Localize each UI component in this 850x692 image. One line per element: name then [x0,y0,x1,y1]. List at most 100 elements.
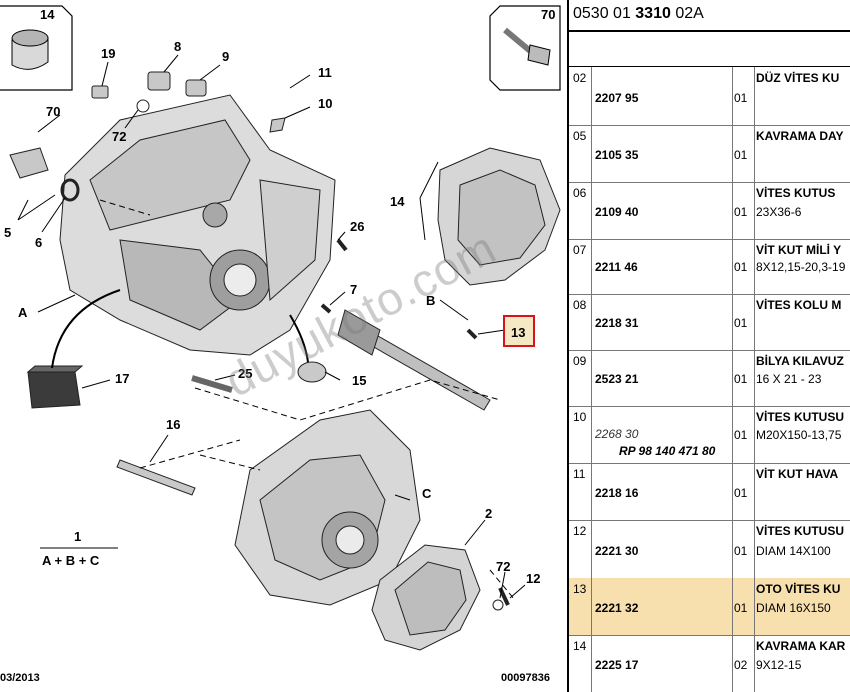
row-index: 11 [573,467,586,481]
reference-prefix: 0530 01 [573,5,636,22]
part-6-shape [60,178,80,202]
row-quantity: 01 [734,601,748,615]
row-reference-cell: 2268 30 RP 98 140 471 80 [591,406,733,463]
row-description: OTO VİTES KU [756,582,841,596]
row-spec: 16 X 21 - 23 [756,372,822,386]
callout-8: 8 [174,39,182,54]
row-description-cell: DÜZ VİTES KU [754,67,850,125]
callout-1: 1 [74,529,82,544]
callout-19: 19 [101,46,116,61]
bolt-part-70 [503,27,551,66]
callout-25: 25 [238,366,253,381]
row-reference: 2221 30 [595,544,639,558]
row-description: VİTES KUTUS [756,186,836,200]
row-quantity: 01 [734,428,748,442]
row-spec: 9X12-15 [756,658,802,672]
row-reference-cell: 2218 16 [591,463,733,520]
row-reference: 2211 46 [595,260,638,274]
row-description: VİT KUT HAVA [756,467,839,481]
callout-5: 5 [4,225,12,240]
part-26-shape [336,238,348,252]
row-quantity: 01 [734,372,748,386]
callout-11: 11 [318,65,332,80]
cover-b [437,147,561,286]
callout-70: 70 [46,104,61,119]
row-reference-cell: 2225 17 [591,635,733,692]
table-subheader [569,30,850,67]
row-description: VİTES KOLU M [756,298,842,312]
row-quantity: 01 [734,260,748,274]
row-rp-reference: RP 98 140 471 80 [619,444,716,458]
callout-70-inset: 70 [541,7,556,22]
row-description: KAVRAMA KAR [756,639,846,653]
reference-suffix: 02A [670,5,704,22]
part-72-shape [136,99,150,113]
leader-lines [17,54,526,599]
row-reference: 2225 17 [595,658,639,672]
row-reference-cell: 2211 46 [591,239,733,294]
arc-c-to-15 [289,314,309,363]
row-index: 02 [573,71,587,85]
row-reference: 2109 40 [595,205,639,219]
row-quantity-cell: 01 [732,182,755,239]
callout-10: 10 [318,96,333,111]
row-spec: M20X150-13,75 [756,428,842,442]
pin-part-25 [191,375,233,393]
row-reference-cell: 2218 31 [591,294,733,350]
table-row[interactable]: 02 2207 95 01 DÜZ VİTES KU [569,67,850,126]
row-description-cell: KAVRAMA DAY [754,125,850,182]
row-index-cell: 14 [569,635,592,692]
part-8-shape [147,71,171,91]
inset-box-70 [489,5,561,91]
callout-14: 14 [40,7,55,22]
callout-c: C [422,486,432,501]
part-7-shape [320,303,332,314]
inset-box-14 [0,5,73,91]
row-quantity-cell: 01 [732,239,755,294]
row-index: 06 [573,186,587,200]
row-description-cell: VİT KUT HAVA [754,463,850,520]
row-quantity-cell: 01 [732,125,755,182]
row-reference: 2523 21 [595,372,639,386]
row-index: 07 [573,243,587,257]
callout-72-top: 72 [112,129,127,144]
row-index: 05 [573,129,587,143]
row-index: 12 [573,524,587,538]
assembly-dashes [99,199,516,601]
row-quantity-cell: 01 [732,463,755,520]
callout-a: A [18,305,28,320]
part-13-shape [466,328,478,340]
row-index: 08 [573,298,587,312]
callout-9: 9 [222,49,230,64]
row-quantity-cell: 01 [732,578,755,635]
row-quantity: 01 [734,148,748,162]
highlighted-callout-13[interactable]: 13 [503,315,535,347]
callout-2: 2 [485,506,493,521]
reference-bold: 3310 [635,5,671,22]
row-reference: 2268 30 [595,427,639,441]
row-index-cell: 12 [569,520,592,578]
row-index-cell: 07 [569,239,592,294]
callout-6: 6 [35,235,43,250]
gearbox-drawing [0,5,561,651]
row-reference: 2207 95 [595,91,639,105]
row-description: VİTES KUTUSU [756,524,845,538]
row-reference-cell: 2221 30 [591,520,733,578]
callout-14-cover: 14 [390,194,405,209]
row-quantity: 01 [734,91,748,105]
row-quantity: 01 [734,316,748,330]
row-index: 09 [573,354,587,368]
